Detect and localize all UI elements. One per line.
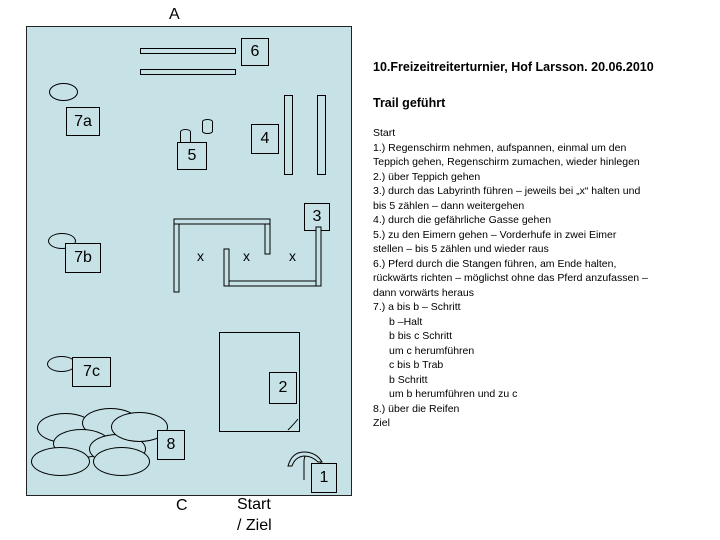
step-line: rückwärts richten – möglichst ohne das P… (373, 272, 648, 284)
step-list: Start 1.) Regenschirm nehmen, aufspannen… (373, 126, 703, 431)
step-line: dann vorwärts heraus (373, 286, 474, 299)
station-6-label: 6 (241, 38, 269, 66)
station-7c-label: 7c (72, 357, 111, 387)
step-line: um b herumführen und zu c (389, 388, 518, 400)
step-line: b bis c Schritt (389, 330, 453, 342)
halt-mark: x (197, 248, 204, 264)
step-line: b Schritt (389, 373, 428, 386)
ground-pole (140, 48, 236, 54)
arena: 6 4 5 7a 7b 7c 3 x x x 2 8 1 (26, 26, 352, 496)
step-line: Teppich gehen, Regenschirm zumachen, wie… (373, 156, 640, 168)
hoop (93, 447, 150, 476)
step-line: bis 5 zählen – dann weitergehen (373, 199, 525, 212)
labyrinth-pole (315, 226, 322, 287)
step-line: um c herumführen (389, 344, 475, 357)
course-description: 10.Freizeitreiterturnier, Hof Larsson. 2… (373, 60, 703, 431)
labyrinth-pole (173, 218, 271, 225)
marker-c: C (176, 497, 188, 514)
step-line: 1.) Regenschirm nehmen, aufspannen, einm… (373, 141, 627, 154)
step-line: 2.) über Teppich gehen (373, 170, 481, 183)
step-line: stellen – bis 5 zählen und wieder raus (373, 243, 549, 255)
step-line: b –Halt (389, 315, 423, 328)
station-5-label: 5 (177, 142, 207, 170)
station-2-label: 2 (269, 372, 297, 404)
bucket (202, 119, 213, 134)
step-line: Ziel (373, 417, 390, 429)
labyrinth-pole (223, 248, 230, 287)
labyrinth-pole (223, 280, 322, 287)
carpet-corner (287, 418, 299, 431)
ground-pole (140, 69, 236, 75)
step-line: 5.) zu den Eimern gehen – Vorderhufe in … (373, 228, 617, 241)
step-line: Start (373, 127, 396, 139)
start-label: Start (237, 496, 271, 513)
labyrinth-pole (173, 223, 180, 293)
step-line: c bis b Trab (389, 359, 444, 371)
step-line: 7.) a bis b – Schritt (373, 301, 461, 313)
course-subtitle: Trail geführt (373, 96, 446, 110)
turn-arrow-head (287, 451, 323, 467)
hoop (31, 447, 90, 476)
labyrinth-pole (264, 223, 271, 255)
alley-pole (284, 95, 293, 175)
station-8-label: 8 (157, 430, 185, 460)
step-line: 3.) durch das Labyrinth führen – jeweils… (373, 185, 641, 197)
step-line: 6.) Pferd durch die Stangen führen, am E… (373, 257, 617, 270)
finish-label: / Ziel (237, 517, 272, 534)
alley-pole (317, 95, 326, 175)
turn-marker-a (49, 83, 78, 101)
station-7b-label: 7b (65, 243, 101, 273)
page-title: 10.Freizeitreiterturnier, Hof Larsson. 2… (373, 60, 654, 74)
step-line: 4.) durch die gefährliche Gasse gehen (373, 214, 552, 226)
carpet (219, 332, 300, 432)
halt-mark: x (289, 248, 296, 264)
station-7a-label: 7a (66, 107, 100, 136)
marker-a: A (169, 6, 180, 23)
halt-mark: x (243, 248, 250, 264)
station-4-label: 4 (251, 124, 279, 154)
station-1-label: 1 (311, 463, 337, 493)
step-line: 8.) über die Reifen (373, 402, 460, 415)
